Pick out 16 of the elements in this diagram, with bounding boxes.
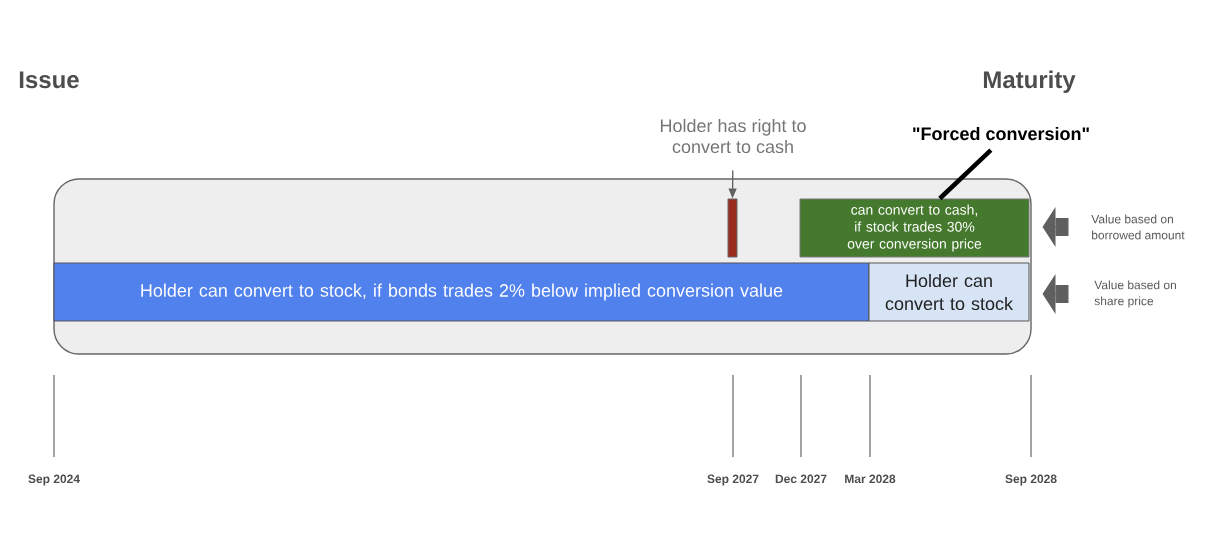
heading: Issue: [19, 71, 79, 89]
side-note: Value based on borrowed amount: [1091, 214, 1185, 240]
date-label: Mar 2028: [845, 474, 896, 484]
side-note: Value based on share price: [1094, 280, 1176, 308]
period-box: Holder can convert to stock: [868, 262, 1030, 322]
callout-text: "Forced conversion": [913, 126, 1089, 141]
annotation-text: Holder has right to convert to cash: [660, 118, 806, 154]
date-label: Sep 2027: [707, 474, 759, 486]
date-label: Sep 2028: [1005, 474, 1057, 486]
period-box: can convert to cash, if stock trades 30% over conversion price: [799, 198, 1030, 258]
date-label: Dec 2027: [775, 474, 827, 484]
narrow-bar: [727, 198, 738, 258]
date-label: Sep 2024: [28, 474, 80, 486]
leader-line: [938, 148, 993, 201]
heading: Maturity: [983, 70, 1076, 93]
period-bar: Holder can convert to stock, if bonds trades 2% below implied conversion value: [53, 262, 870, 322]
